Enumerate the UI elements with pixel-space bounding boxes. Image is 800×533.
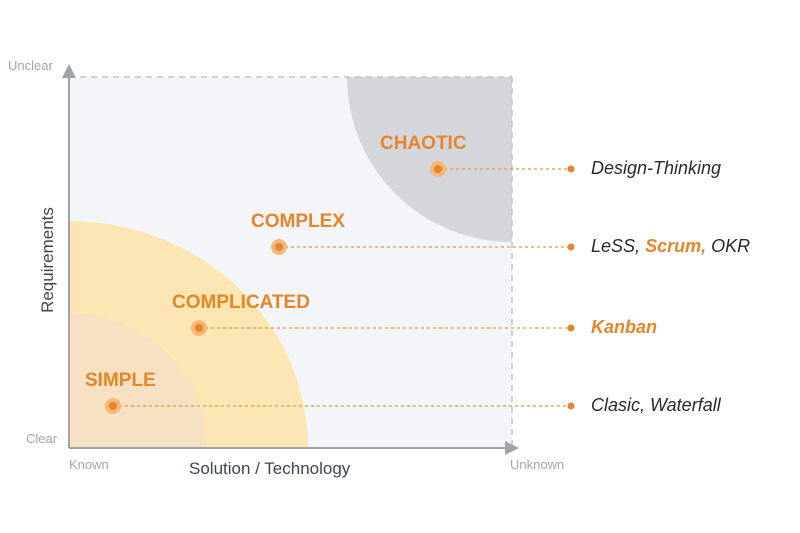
x-axis-arrow: [505, 441, 519, 455]
method-simple: Clasic, Waterfall: [591, 395, 721, 416]
y-axis-title: Requirements: [38, 207, 57, 313]
method-scrum: Scrum,: [645, 236, 707, 256]
x-axis-left-label: Known: [69, 457, 109, 472]
zone-label-complicated: COMPLICATED: [172, 292, 310, 313]
endpoint-complicated: [567, 324, 575, 332]
endpoint-simple: [567, 402, 575, 410]
y-axis-top-label: Unclear: [8, 58, 53, 73]
method-okr: OKR: [711, 236, 751, 256]
method-waterfall: Clasic, Waterfall: [591, 395, 721, 415]
simple-region: [69, 313, 207, 448]
x-axis-title: Solution / Technology: [189, 459, 351, 478]
y-axis-arrow: [62, 64, 76, 78]
marker-complex: [275, 243, 283, 251]
marker-simple: [109, 402, 117, 410]
zone-label-simple: SIMPLE: [85, 370, 156, 391]
method-complicated: Kanban: [591, 317, 657, 338]
endpoint-chaotic: [567, 165, 575, 173]
method-complex: LeSS, Scrum, OKR: [591, 236, 750, 257]
method-less: LeSS,: [591, 236, 641, 256]
method-design-thinking: Design-Thinking: [591, 158, 722, 178]
y-axis-bottom-label: Clear: [26, 431, 58, 446]
zone-label-chaotic: CHAOTIC: [380, 133, 467, 154]
x-axis-right-label: Unknown: [510, 457, 565, 472]
method-chaotic: Design-Thinking: [591, 158, 721, 179]
marker-complicated: [195, 324, 203, 332]
method-kanban: Kanban: [591, 317, 658, 337]
endpoint-complex: [567, 243, 575, 251]
chaotic-region: [347, 77, 512, 242]
marker-chaotic: [434, 165, 442, 173]
zone-label-complex: COMPLEX: [251, 211, 345, 232]
